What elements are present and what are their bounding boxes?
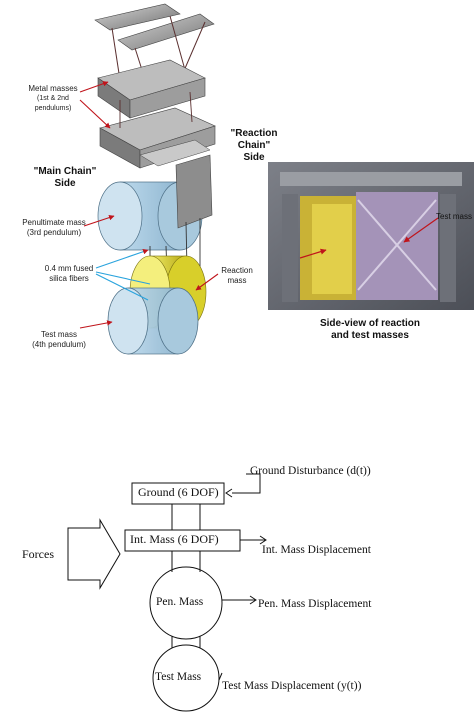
penultimate-mass-label: Penultimate mass (3rd pendulum) xyxy=(22,218,86,237)
metal-masses-label: Metal masses (1st & 2nd pendulums) xyxy=(28,84,78,112)
reaction-penultimate xyxy=(175,154,213,229)
photo-test-mass-label: Test mass xyxy=(436,212,473,221)
penultimate-mass xyxy=(97,181,203,251)
reaction-mass-label: Reaction mass xyxy=(221,266,253,285)
int-mass-label: Int. Mass (6 DOF) xyxy=(130,532,219,546)
pen-mass-label: Pen. Mass xyxy=(156,596,204,608)
test-mass-label: Test mass (4th pendulum) xyxy=(32,330,86,349)
top-suspension-plates xyxy=(94,3,215,51)
forces-label: Forces xyxy=(22,547,54,561)
ground-disturbance-label: Ground Disturbance (d(t)) xyxy=(250,465,371,477)
ground-label: Ground (6 DOF) xyxy=(138,485,219,499)
block-diagram xyxy=(67,473,267,712)
test-mass-displacement-label: Test Mass Displacement (y(t)) xyxy=(222,680,362,692)
main-chain-title: "Main Chain" Side xyxy=(33,166,97,189)
test-mass-circle-label: Test Mass xyxy=(155,671,202,683)
test-mass xyxy=(107,287,199,355)
metal-masses xyxy=(97,59,216,169)
fibers-label: 0.4 mm fused silica fibers xyxy=(44,264,94,283)
forces-arrow xyxy=(67,518,121,590)
side-view-photo xyxy=(268,162,474,310)
ground-box xyxy=(131,482,225,505)
fiber-arrows xyxy=(95,249,151,301)
label-arrows xyxy=(79,81,219,329)
reaction-chain-title: "Reaction Chain" Side xyxy=(230,128,278,163)
pen-mass-displacement-label: Pen. Mass Displacement xyxy=(258,598,372,610)
int-mass-displacement-label: Int. Mass Displacement xyxy=(262,544,371,556)
photo-caption: Side-view of reaction and test masses xyxy=(319,318,421,341)
test-mass-circle xyxy=(152,644,220,712)
pen-mass-circle xyxy=(149,566,223,640)
